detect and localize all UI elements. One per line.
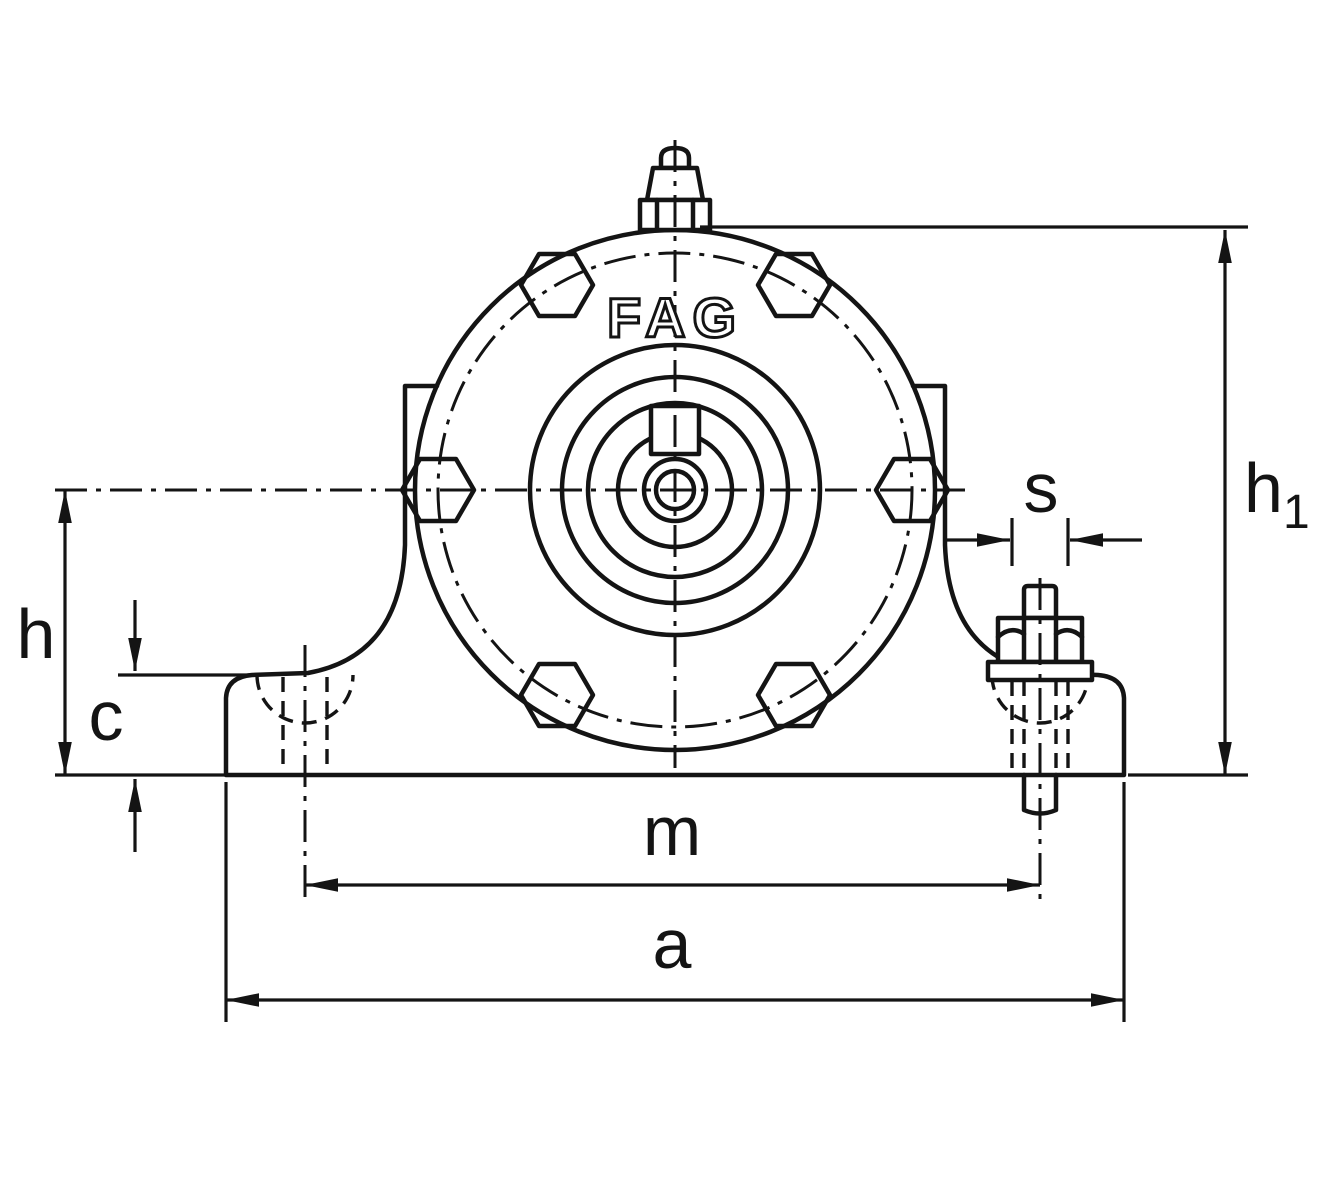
dimension-c: c — [89, 600, 250, 852]
housing-base — [223, 383, 1127, 778]
dim-label-m: m — [643, 792, 701, 870]
fag-logo: FAG — [607, 286, 743, 349]
dimension-m: m — [305, 792, 1040, 892]
cap-bolt-top-left — [518, 251, 596, 319]
cap-bolt-bottom-right — [755, 661, 833, 729]
cap-bolt-top-right — [755, 251, 833, 319]
dimension-a: a — [224, 782, 1126, 1022]
dim-label-h1: h1 — [1244, 449, 1310, 539]
base-outline — [223, 383, 1127, 778]
right-foot-hidden-slot — [990, 674, 1090, 773]
centerlines — [55, 140, 1042, 905]
dimension-s: s — [946, 449, 1142, 566]
cap-bolt-right — [873, 456, 951, 524]
dimension-h: h — [17, 490, 226, 777]
dimension-h1: h1 — [700, 225, 1310, 777]
dim-label-c: c — [89, 677, 124, 755]
dim-label-s: s — [1024, 449, 1059, 527]
dim-label-a: a — [653, 905, 692, 983]
cap-bolt-bottom-left — [518, 661, 596, 729]
dim-label-h: h — [17, 595, 56, 673]
